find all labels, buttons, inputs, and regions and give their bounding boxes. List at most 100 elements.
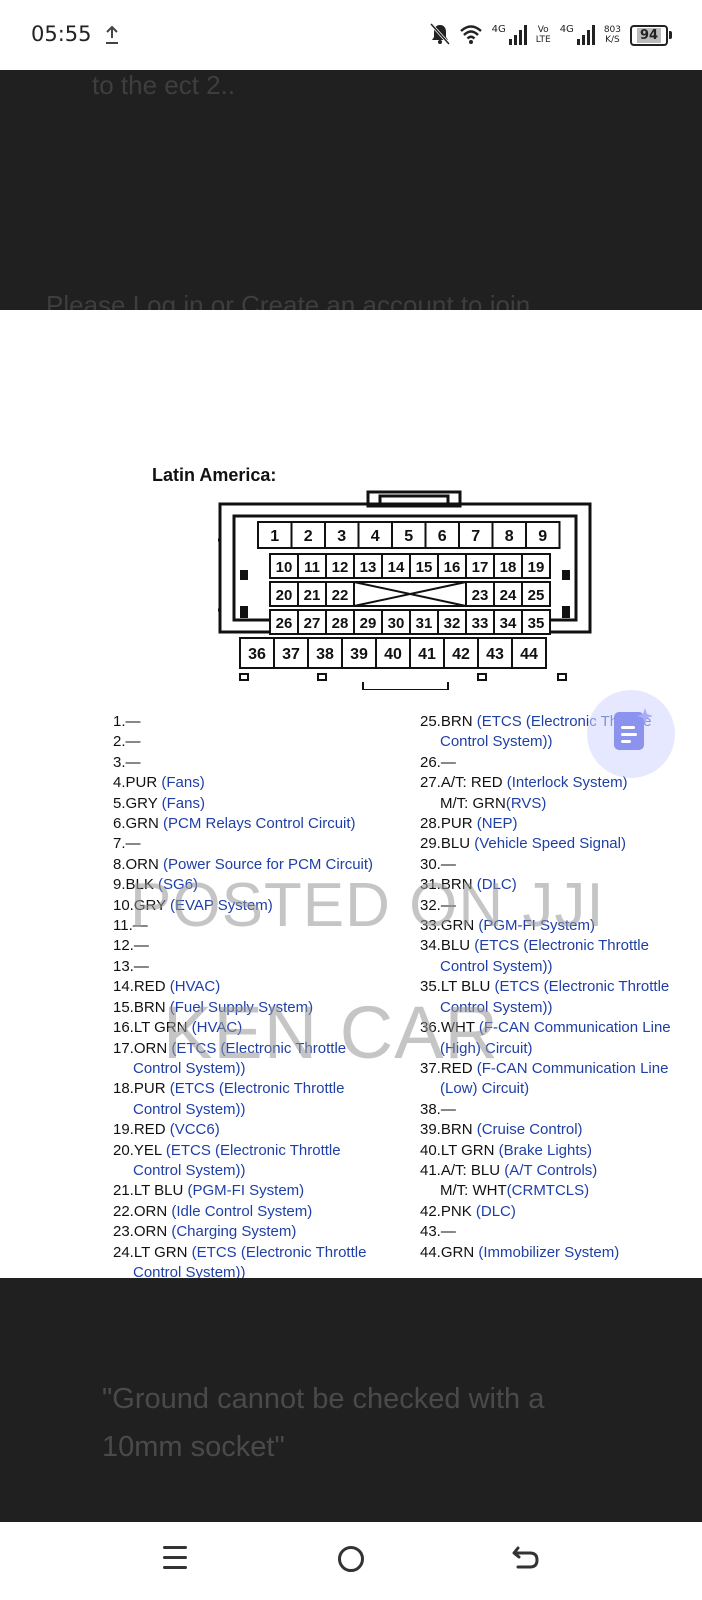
- connector-pin-cell: [297, 581, 327, 607]
- pin-label: 12.—: [113, 937, 149, 955]
- pin-description: (Immobilizer System): [474, 1243, 620, 1261]
- background-text: to the ect 2..: [92, 70, 236, 100]
- connector-pin-number: 3: [337, 528, 346, 545]
- connector-pin-number: 38: [316, 646, 334, 663]
- pin-label: 11.—: [113, 917, 148, 935]
- signal-bars-icon: [576, 25, 595, 45]
- pin-description: (Charging System): [167, 1223, 297, 1241]
- navigation-bar: [0, 1522, 702, 1600]
- pin-entry: 43.—: [420, 1222, 702, 1242]
- connector-pin-cell: [375, 637, 411, 669]
- pin-entry: 2.—: [113, 732, 413, 752]
- pin-label: 33.GRN: [420, 917, 475, 935]
- connector-pin-number: 22: [332, 587, 349, 604]
- pin-entry: 30.—: [420, 855, 702, 875]
- ai-summary-button[interactable]: [587, 690, 675, 778]
- connector-pin-number: 19: [528, 559, 545, 576]
- pin-label: 41.A/T: BLU: [420, 1161, 501, 1179]
- pin-description: (PGM-FI System): [183, 1182, 305, 1200]
- pin-label: 39.BRN: [420, 1121, 473, 1139]
- signature-quote: "Ground cannot be checked with a 10mm so…: [102, 1383, 545, 1463]
- pin-description: Control System)): [440, 957, 553, 975]
- menu-button[interactable]: [151, 1536, 201, 1580]
- connector-pin-number: 29: [360, 615, 377, 632]
- pin-label: 21.LT BLU: [113, 1182, 184, 1200]
- speed-value: 803: [603, 25, 621, 35]
- status-time: 05:55: [31, 22, 92, 46]
- connector-pin-number: 26: [276, 615, 293, 632]
- pin-label: 14.RED: [113, 978, 166, 996]
- pin-entry: 3.—: [113, 753, 413, 773]
- pin-entry: 23.ORN (Charging System): [113, 1222, 413, 1242]
- pin-label: 27.A/T: RED: [420, 774, 503, 792]
- signal-bars-icon: [508, 25, 527, 45]
- connector-pin-cell: [325, 609, 355, 635]
- pin-entry: 6.GRN (PCM Relays Control Circuit): [113, 814, 413, 834]
- pin-entry: 39.BRN (Cruise Control): [420, 1120, 702, 1140]
- pin-entry: 42.PNK (DLC): [420, 1202, 702, 1222]
- pin-entry: 18.PUR (ETCS (Electronic Throttle: [113, 1079, 413, 1099]
- connector-pin-number: 33: [472, 615, 489, 632]
- connector-pin-number: 18: [500, 559, 517, 576]
- pin-description: (PCM Relays Control Circuit): [158, 815, 356, 833]
- pin-description: (Fuel Supply System): [165, 998, 314, 1016]
- connector-pin-cell: [525, 521, 561, 549]
- pin-description: (Interlock System): [502, 774, 628, 792]
- back-button[interactable]: [502, 1536, 552, 1580]
- pin-entry: 13.—: [113, 957, 413, 977]
- connector-pin-number: 5: [404, 528, 413, 545]
- pin-label: 2.—: [113, 733, 141, 751]
- connector-pin-number: 24: [500, 587, 517, 604]
- connector-pin-number: 31: [416, 615, 433, 632]
- connector-pin-cell: [381, 609, 411, 635]
- sim2-signal: 4G: [560, 25, 595, 45]
- connector-pin-cell: [493, 609, 523, 635]
- pin-entry: 11.—: [113, 916, 413, 936]
- ai-document-icon: [614, 712, 644, 750]
- pin-description: Control System)): [133, 1263, 246, 1278]
- connector-pin-number: 25: [528, 587, 545, 604]
- sim1-network-label: 4G: [491, 24, 506, 35]
- pin-description: (HVAC): [187, 1019, 243, 1037]
- pin-entry: 37.RED (F-CAN Communication Line: [420, 1059, 702, 1079]
- pin-entry: 27.A/T: RED (Interlock System): [420, 773, 702, 793]
- connector-pin-number: 12: [332, 559, 349, 576]
- pin-entry: 38.—: [420, 1100, 702, 1120]
- pin-entry: 4.PUR (Fans): [113, 773, 413, 793]
- connector-pin-cell: [409, 637, 445, 669]
- pin-label: 43.—: [420, 1223, 456, 1241]
- connector-pin-number: 4: [371, 528, 380, 545]
- pin-label: 40.LT GRN: [420, 1141, 495, 1159]
- pin-description: (CRMTCLS): [506, 1182, 590, 1200]
- home-button[interactable]: [326, 1536, 376, 1580]
- pin-description: (ETCS (Electronic Throttle: [490, 978, 670, 996]
- pin-label: 7.—: [113, 835, 141, 853]
- pin-label: 31.BRN: [420, 876, 473, 894]
- watermark: POSTED ON JJI: [130, 871, 605, 940]
- connector-pin-number: 34: [500, 615, 517, 632]
- pin-label: M/T: GRN: [440, 794, 506, 812]
- pin-label: 1.—: [113, 713, 141, 730]
- connector-pin-number: 8: [505, 528, 514, 545]
- connector-pin-cell: [521, 609, 551, 635]
- pin-list-left: 1.—2.—3.—4.PUR (Fans)5.GRY (Fans)6.GRN (…: [113, 712, 413, 1278]
- pin-label: 13.—: [113, 957, 149, 975]
- connector-pin-number: 2: [304, 528, 313, 545]
- connector-pin-number: 9: [538, 528, 547, 545]
- network-speed: 803 K/S: [604, 25, 621, 45]
- connector-pin-number: 7: [471, 528, 480, 545]
- pin-description: (ETCS (Electronic Throttle: [470, 937, 649, 955]
- pin-entry: 35.LT BLU (ETCS (Electronic Throttle: [420, 977, 702, 997]
- pin-label: 28.PUR: [420, 815, 473, 833]
- connector-pin-number: 15: [416, 559, 433, 576]
- pin-label: 23.ORN: [113, 1223, 168, 1241]
- pin-description: (F-CAN Communication Line: [474, 1019, 671, 1037]
- pin-description: (Fans): [157, 794, 205, 812]
- speed-unit: K/S: [605, 35, 620, 45]
- pin-label: 10.GRY: [113, 896, 166, 914]
- connector-pin-number: 39: [350, 646, 368, 663]
- sim2-network-label: 4G: [559, 24, 574, 35]
- connector-pin-number: 35: [528, 615, 545, 632]
- pin-entry: 8.ORN (Power Source for PCM Circuit): [113, 855, 413, 875]
